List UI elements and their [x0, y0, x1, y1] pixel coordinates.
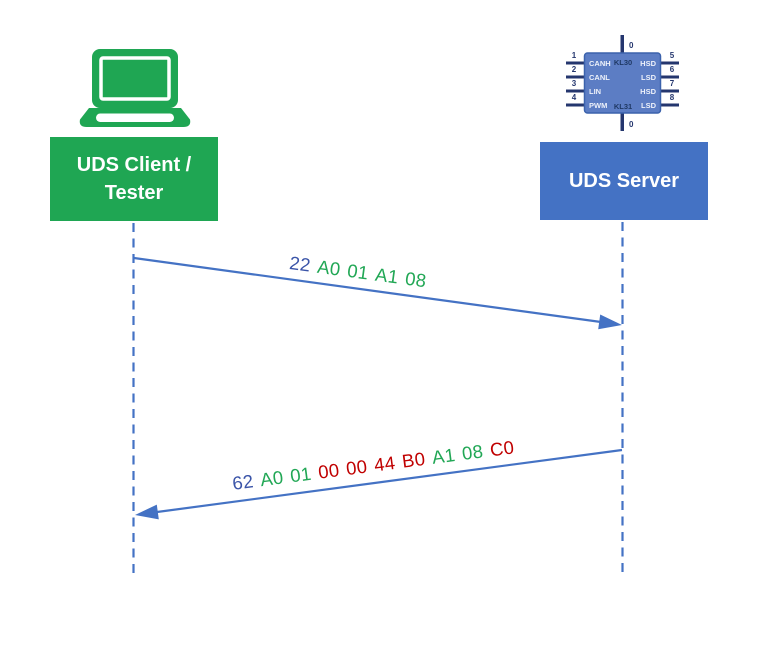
hex-byte-token: C0	[488, 436, 516, 461]
hex-byte-token: A1	[430, 444, 457, 468]
hex-byte-token: B0	[400, 447, 427, 472]
request-arrow-line	[133, 256, 602, 324]
chip-body	[583, 52, 662, 114]
chip-pin-number-3: 3	[572, 79, 577, 88]
hex-byte-token: 08	[460, 440, 485, 464]
chip-kl30-label: KL30	[614, 58, 632, 67]
chip-pin-label-canl: CANL	[589, 73, 610, 82]
chip-top-pin-number: 0	[629, 41, 634, 50]
chip-pin-number-8: 8	[670, 93, 675, 102]
response-arrow	[135, 448, 623, 520]
chip-pin-label-pwm: PWM	[589, 101, 607, 110]
chip-pin-number-6: 6	[670, 65, 675, 74]
hex-byte-token: 01	[346, 259, 370, 284]
response-arrow-line	[156, 448, 623, 514]
hex-byte-token: 62	[231, 470, 255, 494]
chip-pin-label-hsd-1: HSD	[640, 59, 656, 68]
ecu-chip-icon: 0 0 1 2 3 4 5 6 7 8 CANH CANL LIN PWM HS…	[566, 35, 679, 131]
chip-pin-number-7: 7	[670, 79, 675, 88]
server-actor-label: UDS Server	[568, 169, 680, 192]
chip-pin-number-1: 1	[572, 51, 577, 60]
client-actor-box: UDS Client / Tester	[50, 137, 218, 221]
request-arrowhead	[598, 314, 622, 330]
hex-byte-token: 22	[288, 252, 312, 276]
chip-top-pin-stub	[620, 35, 624, 53]
response-arrowhead	[135, 504, 159, 520]
chip-pin-label-lin: LIN	[589, 87, 601, 96]
hex-byte-token: A0	[258, 466, 285, 491]
chip-pin-label-canh: CANH	[589, 59, 611, 68]
hex-byte-token: 44	[372, 451, 397, 476]
client-actor-label-line1: UDS Client /	[76, 153, 192, 176]
chip-pin-number-2: 2	[572, 65, 577, 74]
hex-byte-token: A0	[316, 255, 342, 280]
chip-kl31-label: KL31	[614, 102, 632, 111]
hex-byte-token: 01	[288, 462, 313, 487]
chip-pin-label-hsd-2: HSD	[640, 87, 656, 96]
hex-byte-token: 08	[403, 267, 428, 292]
laptop-icon	[79, 49, 191, 127]
server-actor-box: UDS Server	[540, 142, 708, 220]
hex-byte-token: 00	[344, 455, 369, 480]
chip-bottom-pin-number: 0	[629, 120, 634, 129]
chip-bottom-pin-stub	[620, 113, 624, 131]
chip-pin-label-lsd-2: LSD	[641, 101, 657, 110]
chip-pin-number-4: 4	[572, 93, 577, 102]
request-arrow	[133, 256, 622, 330]
client-actor-label-line2: Tester	[104, 182, 164, 204]
hex-byte-token: 00	[316, 459, 341, 483]
hex-byte-token: A1	[374, 263, 400, 288]
chip-pin-number-5: 5	[670, 51, 675, 60]
chip-pin-label-lsd-1: LSD	[641, 73, 657, 82]
